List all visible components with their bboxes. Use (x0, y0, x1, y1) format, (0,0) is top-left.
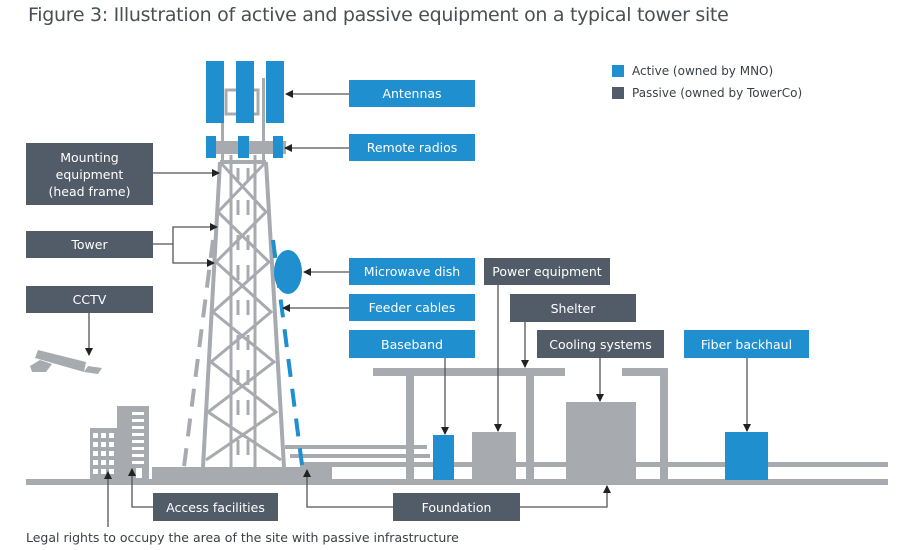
label-access-facilities: Access facilities (153, 493, 278, 521)
label-cooling-systems: Cooling systems (537, 330, 664, 358)
label-mounting-line-1: Mounting (60, 149, 119, 165)
power-equipment-unit (472, 432, 516, 480)
legend-swatch-active (612, 65, 624, 77)
label-feeder-cables: Feeder cables (349, 294, 475, 321)
label-baseband: Baseband (349, 330, 475, 358)
footnote-legal-rights: Legal rights to occupy the area of the s… (26, 530, 459, 545)
antenna-panel (206, 61, 224, 123)
remote-radio-unit (238, 136, 249, 158)
label-microwave-dish: Microwave dish (349, 258, 475, 285)
label-shelter: Shelter (510, 294, 636, 322)
legend-label-active: Active (owned by MNO) (632, 64, 774, 78)
legend-label-passive: Passive (owned by TowerCo) (632, 86, 803, 100)
baseband-unit (433, 435, 454, 480)
legend-swatch-passive (612, 87, 624, 99)
guy-line (182, 239, 215, 468)
figure-title: Figure 3: Illustration of active and pas… (28, 4, 729, 26)
antennas (206, 61, 284, 123)
legend: Active (owned by MNO) Passive (owned by … (612, 60, 802, 104)
cable-tray (285, 445, 430, 458)
label-fiber-backhaul: Fiber backhaul (684, 330, 809, 358)
legend-item-active: Active (owned by MNO) (612, 60, 802, 82)
label-mounting-line-2: equipment (55, 166, 124, 182)
label-power-equipment: Power equipment (484, 258, 610, 285)
label-tower: Tower (26, 231, 153, 258)
cooling-unit (566, 402, 636, 480)
building-icon (90, 406, 149, 480)
label-foundation: Foundation (393, 493, 520, 521)
label-cctv: CCTV (26, 286, 153, 313)
connector-lines (85, 90, 751, 527)
remote-radio-unit (206, 136, 216, 158)
label-mounting-line-3: (head frame) (48, 183, 131, 199)
legend-item-passive: Passive (owned by TowerCo) (612, 82, 802, 104)
remote-radio-unit (273, 136, 283, 158)
shelter-structure (373, 368, 668, 480)
label-remote-radios: Remote radios (349, 134, 475, 161)
cctv-camera-icon (30, 350, 102, 374)
microwave-dish (274, 250, 302, 294)
label-mounting-equipment: Mounting equipment (head frame) (26, 143, 153, 205)
antenna-panel (266, 61, 284, 123)
remote-radios (206, 136, 283, 158)
antenna-panel (236, 61, 254, 123)
fiber-backhaul-unit (725, 432, 768, 480)
label-antennas: Antennas (349, 80, 475, 107)
tower-lattice (201, 155, 286, 468)
